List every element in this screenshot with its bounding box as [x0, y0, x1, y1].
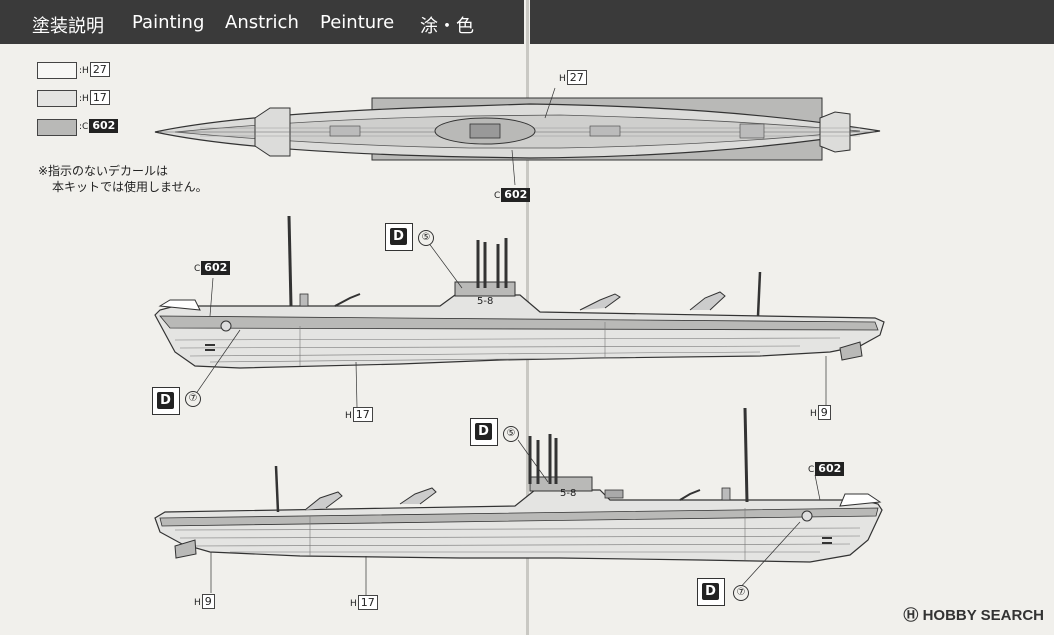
top-view-submarine [154, 87, 881, 186]
title-jp: 塗装説明 [32, 16, 104, 37]
decal-badge-icon: D [697, 578, 725, 606]
header-bar-right [530, 0, 1054, 44]
watermark-logo-icon: Ⓗ [903, 607, 919, 624]
legend-swatch-white [37, 62, 77, 79]
watermark: Ⓗ HOBBY SEARCH [903, 607, 1044, 624]
legend-swatch-gray [37, 119, 77, 136]
decal-note: ※指示のないデカールは 本キットでは使用しません。 [38, 163, 208, 195]
title-cn: 涂・色 [420, 16, 474, 37]
part-number-mid-5-8: 5-8 [477, 296, 494, 307]
legend-swatch-light-gray [37, 90, 77, 107]
side-view-submarine-2 [154, 407, 883, 595]
part-number-mid-5: ⑤ [418, 230, 434, 246]
decal-note-line2: 本キットでは使用しません。 [52, 180, 208, 194]
part-number-bot-5: ⑤ [503, 426, 519, 442]
part-number-mid-7: ⑦ [185, 391, 201, 407]
side-view-submarine-1 [154, 215, 885, 408]
decal-badge-icon: D [470, 418, 498, 446]
title-de: Anstrich [225, 12, 299, 33]
decal-badge-icon: D [152, 387, 180, 415]
decal-badge-icon: D [385, 223, 413, 251]
decal-note-line1: ※指示のないデカールは [38, 164, 169, 178]
title-en: Painting [132, 12, 205, 33]
title-fr: Peinture [320, 12, 395, 33]
part-number-bot-5-8: 5-8 [560, 488, 577, 499]
header-bar: 塗装説明 Painting Anstrich Peinture 涂・色 [0, 0, 524, 44]
part-number-bot-7: ⑦ [733, 585, 749, 601]
